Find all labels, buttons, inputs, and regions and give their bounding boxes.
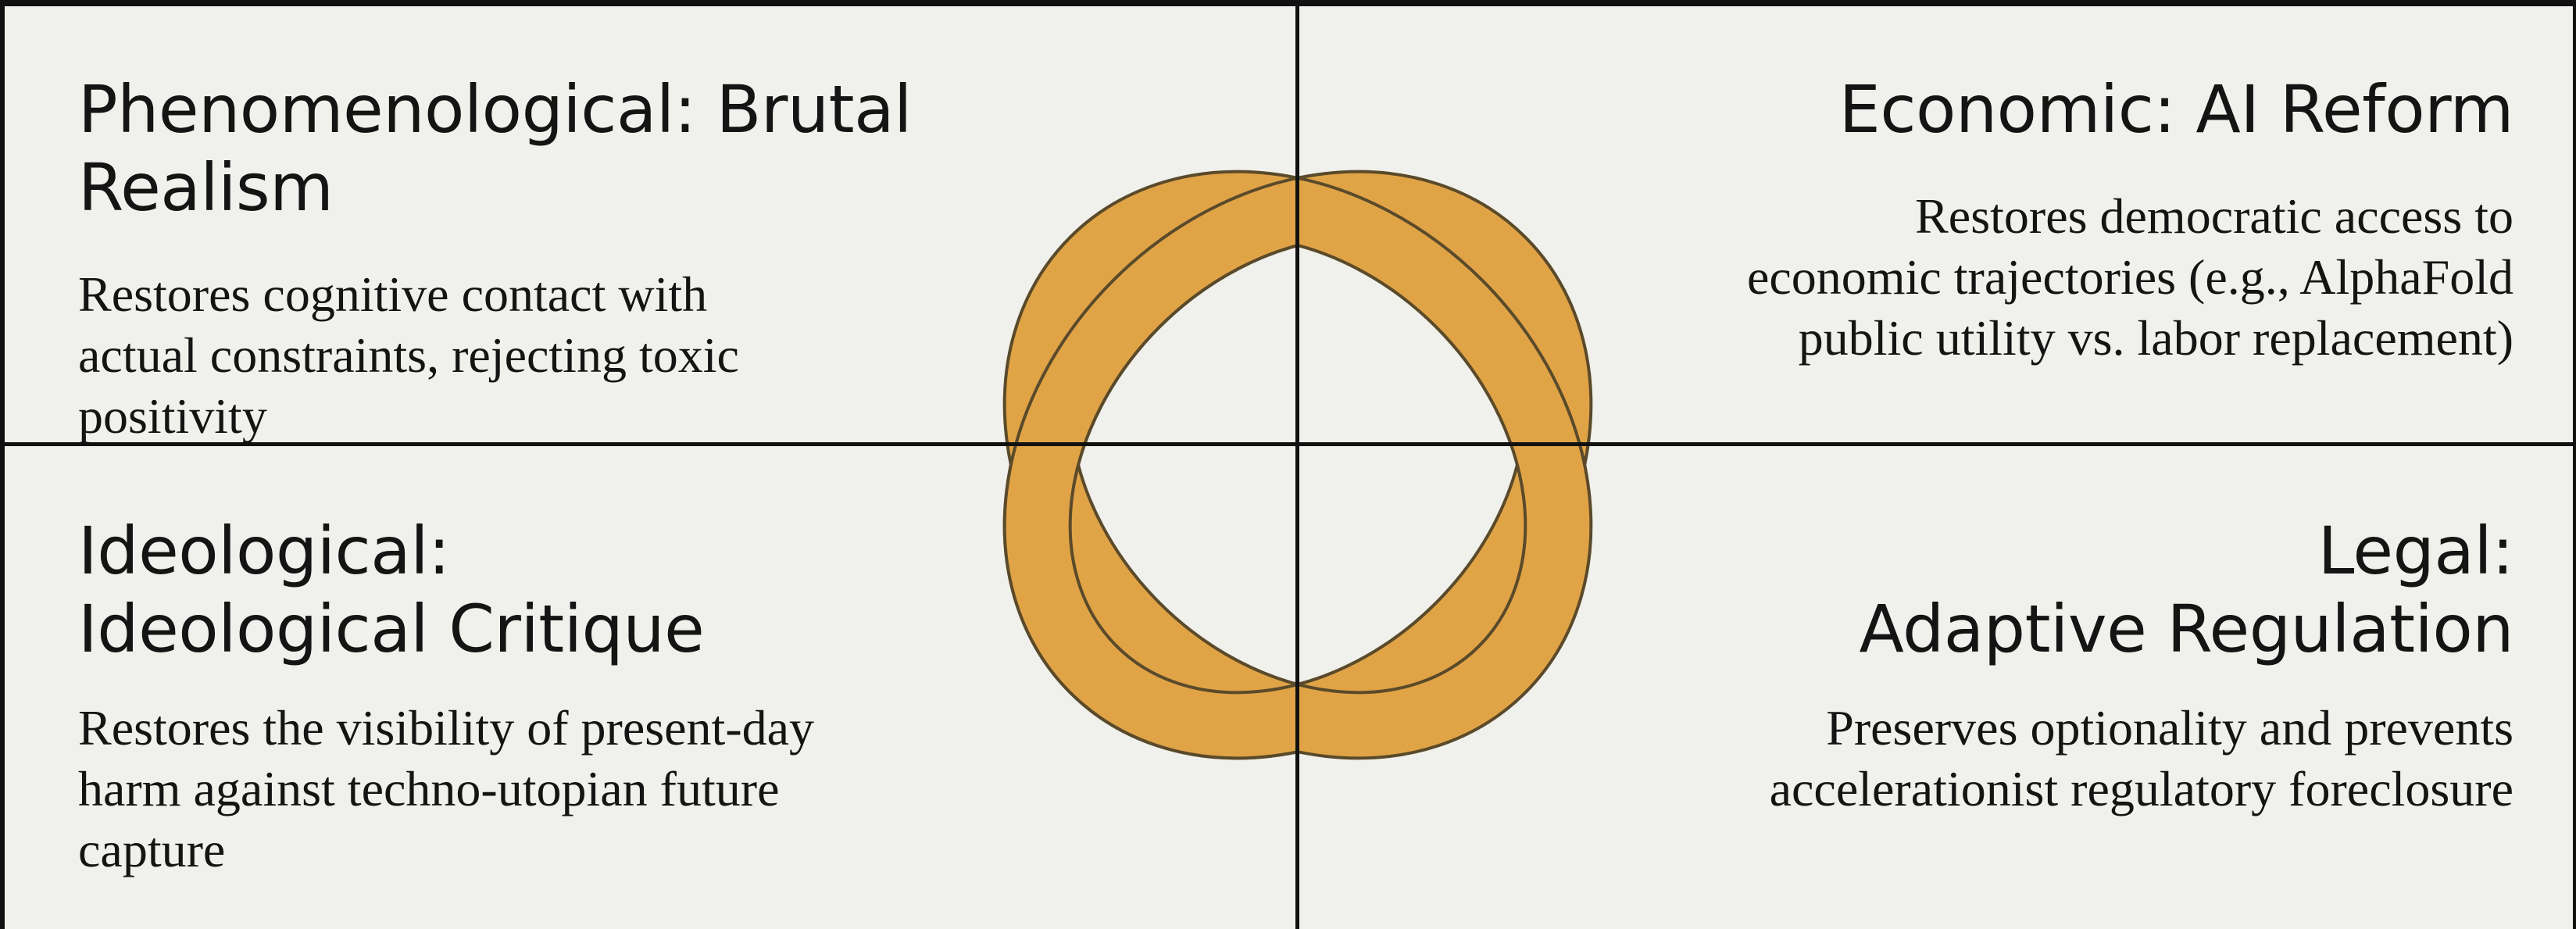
interlocking-rings-icon [0,0,2576,929]
